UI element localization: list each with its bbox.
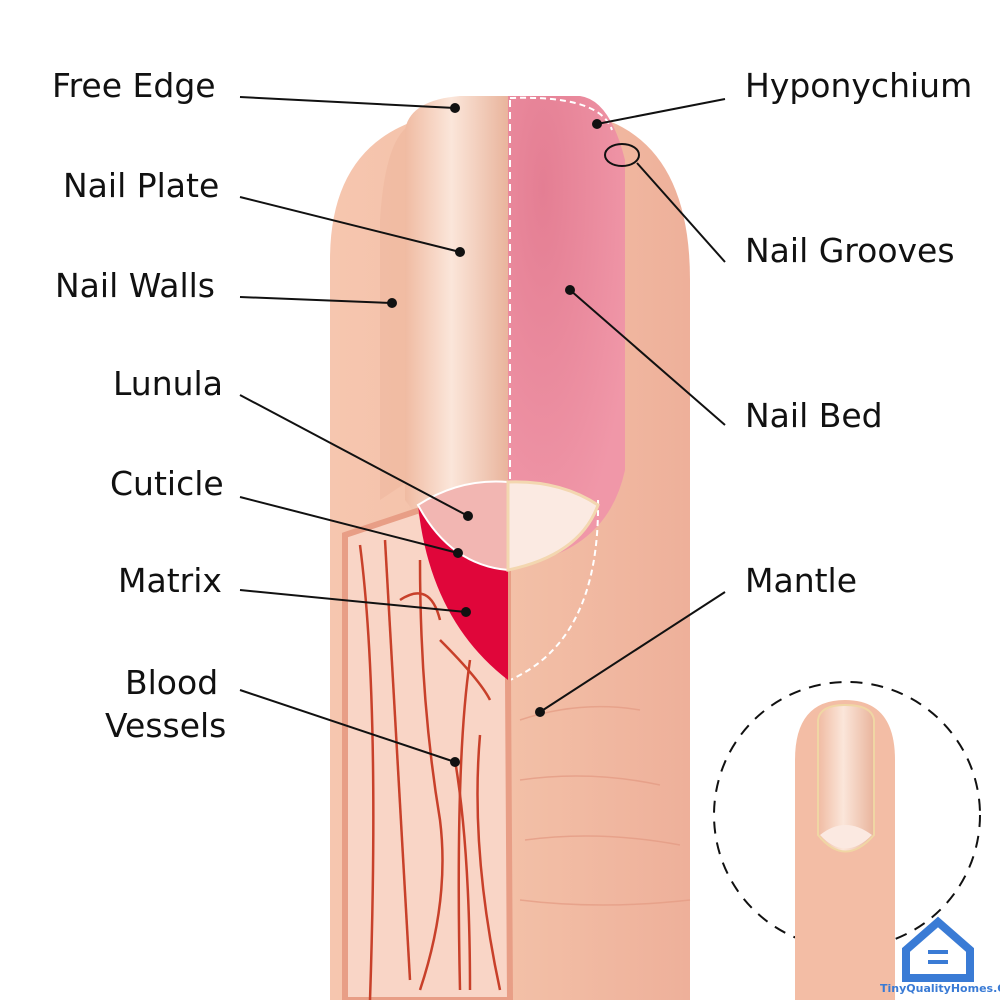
skin-wrinkles bbox=[519, 705, 691, 906]
nail-walls bbox=[380, 125, 410, 500]
label-nail-grooves: Nail Grooves bbox=[745, 231, 955, 270]
label-cuticle: Cuticle bbox=[110, 464, 224, 503]
nail-bed bbox=[508, 96, 625, 560]
inset-nail bbox=[817, 703, 875, 853]
label-free-edge: Free Edge bbox=[52, 66, 216, 105]
label-blood-vessels-line2: Vessels bbox=[105, 706, 226, 745]
inset-circle bbox=[713, 681, 981, 949]
watermark-text: TinyQualityHomes.Org bbox=[880, 982, 1000, 995]
leader-lines bbox=[239, 96, 726, 767]
label-nail-walls: Nail Walls bbox=[55, 266, 215, 305]
label-hyponychium: Hyponychium bbox=[745, 66, 972, 105]
label-nail-bed: Nail Bed bbox=[745, 396, 883, 435]
label-mantle: Mantle bbox=[745, 561, 857, 600]
label-matrix: Matrix bbox=[118, 561, 222, 600]
house-logo-icon bbox=[902, 916, 974, 982]
label-blood-vessels-line1: Blood bbox=[125, 663, 218, 702]
label-lunula: Lunula bbox=[113, 364, 223, 403]
nail-plate bbox=[405, 96, 508, 560]
blood-vessels bbox=[358, 539, 502, 1000]
label-nail-plate: Nail Plate bbox=[63, 166, 219, 205]
free-edge-dashed bbox=[509, 96, 613, 131]
